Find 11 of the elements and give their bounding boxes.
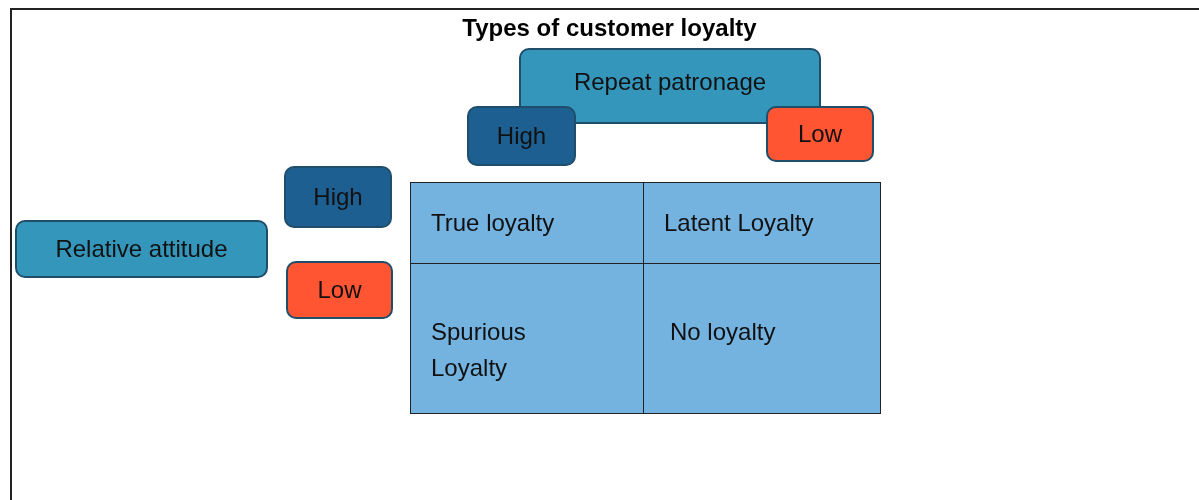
matrix-cell: True loyalty <box>410 182 644 264</box>
level-box: High <box>467 106 576 166</box>
header-box: Relative attitude <box>15 220 268 278</box>
level-box: Low <box>286 261 393 319</box>
header-box: Repeat patronage <box>519 48 821 124</box>
matrix-cell: Latent Loyalty <box>643 182 881 264</box>
level-box: High <box>284 166 392 228</box>
title: Types of customer loyalty <box>461 14 758 42</box>
matrix-cell: Spurious Loyalty <box>410 263 644 414</box>
matrix-cell: No loyalty <box>643 263 881 414</box>
level-box: Low <box>766 106 874 162</box>
